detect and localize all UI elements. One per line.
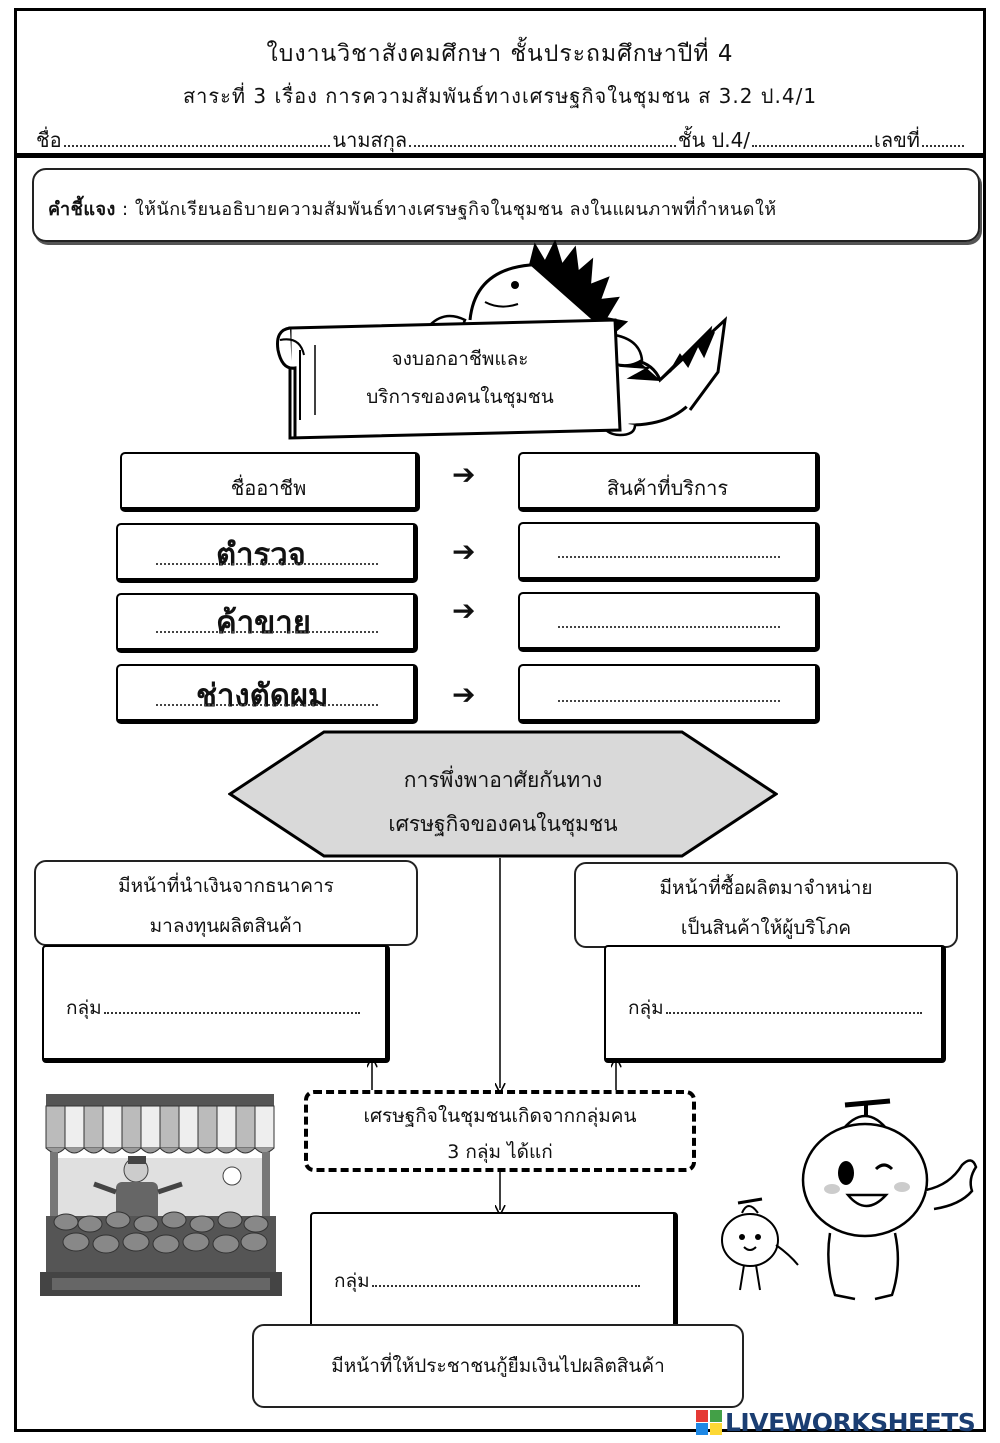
surname-label: นามสกุล xyxy=(332,128,408,152)
occupation-underline xyxy=(156,563,378,565)
producer-role-box: มีหน้าที่นำเงินจากธนาคาร มาลงทุนผลิตสินค… xyxy=(34,860,418,946)
bank-group-field[interactable] xyxy=(371,1273,640,1287)
bank-group-box: กลุ่ม xyxy=(310,1212,678,1338)
producer-role-line-2: มาลงทุนผลิตสินค้า xyxy=(149,915,303,937)
logo-square xyxy=(696,1423,708,1435)
center-line-2: 3 กลุ่ม ได้แก่ xyxy=(447,1141,553,1163)
liveworksheets-watermark: LIVEWORKSHEETS xyxy=(696,1408,976,1437)
merchant-group-field[interactable] xyxy=(665,1000,922,1014)
occupation-header: ชื่ออาชีพ xyxy=(230,476,307,500)
occupation-box: ตำรวจ xyxy=(116,523,418,583)
occupation-header-box: ชื่ออาชีพ xyxy=(120,452,420,512)
bank-role-text: มีหน้าที่ให้ประชาชนกู้ยืมเงินไปผลิตสินค้… xyxy=(331,1355,665,1377)
occupation-underline xyxy=(156,704,378,706)
scroll-line-1: จงบอกอาชีพและ xyxy=(391,348,529,370)
class-field[interactable] xyxy=(752,129,873,147)
arrow-right-icon: ➔ xyxy=(452,678,476,711)
name-field[interactable] xyxy=(63,129,331,147)
group-label-row: กลุ่ม xyxy=(334,1266,640,1296)
service-answer-box xyxy=(518,522,820,582)
group-label: กลุ่ม xyxy=(628,997,664,1019)
worksheet-header: ใบงานวิชาสังคมศึกษา ชั้นประถมศึกษาปีที่ … xyxy=(14,8,986,158)
occupation-text: ช่างตัดผม xyxy=(196,678,329,714)
occupation-underline xyxy=(156,631,378,633)
name-label: ชื่อ xyxy=(36,128,62,152)
scroll-text: จงบอกอาชีพและ บริการของคนในชุมชน xyxy=(330,340,590,416)
hexagon-text: การพึ่งพาอาศัยกันทาง เศรษฐกิจของคนในชุมช… xyxy=(228,758,778,846)
service-answer-field[interactable] xyxy=(558,556,780,558)
occupation-text: ตำรวจ xyxy=(216,537,306,573)
arrow-right-icon: ➔ xyxy=(452,535,476,568)
number-label: เลขที่ xyxy=(874,128,920,152)
service-header: สินค้าที่บริการ xyxy=(606,476,729,500)
service-answer-box xyxy=(518,592,820,652)
worksheet-subtitle: สาระที่ 3 เรื่อง การความสัมพันธ์ทางเศรษฐ… xyxy=(182,84,818,108)
liveworksheets-logo-icon xyxy=(696,1409,722,1436)
merchant-role-box: มีหน้าที่ซื้อผลิตมาจำหน่าย เป็นสินค้าให้… xyxy=(574,862,958,948)
center-line-1: เศรษฐกิจในชุมชนเกิดจากกลุ่มคน xyxy=(363,1105,637,1127)
producer-group-box: กลุ่ม xyxy=(42,945,390,1063)
group-label: กลุ่ม xyxy=(334,1270,370,1292)
occupation-text: ค้าขาย xyxy=(216,605,311,641)
hexagon-shape xyxy=(228,730,778,858)
arrow-right-icon: ➔ xyxy=(452,458,476,491)
arrow-right-icon: ➔ xyxy=(452,594,476,627)
mascot-characters-illustration xyxy=(721,1098,978,1301)
watermark-text: LIVEWORKSHEETS xyxy=(725,1408,976,1437)
instruction-text: : ให้นักเรียนอธิบายความสัมพันธ์ทางเศรษฐก… xyxy=(115,199,777,220)
group-label: กลุ่ม xyxy=(66,997,102,1019)
bank-role-box: มีหน้าที่ให้ประชาชนกู้ยืมเงินไปผลิตสินค้… xyxy=(252,1324,744,1408)
number-field[interactable] xyxy=(922,129,964,147)
center-dashed-box: เศรษฐกิจในชุมชนเกิดจากกลุ่มคน 3 กลุ่ม ได… xyxy=(304,1090,696,1172)
producer-role-line-1: มีหน้าที่นำเงินจากธนาคาร xyxy=(118,875,334,897)
merchant-role-line-1: มีหน้าที่ซื้อผลิตมาจำหน่าย xyxy=(659,877,873,899)
instruction-box: คำชี้แจง : ให้นักเรียนอธิบายความสัมพันธ์… xyxy=(32,168,980,242)
logo-square xyxy=(696,1409,708,1422)
service-answer-field[interactable] xyxy=(558,626,780,628)
logo-square xyxy=(709,1409,722,1422)
market-stall-illustration xyxy=(40,1094,282,1296)
merchant-role-line-2: เป็นสินค้าให้ผู้บริโภค xyxy=(680,917,852,939)
hexagon-line-1: การพึ่งพาอาศัยกันทาง xyxy=(403,768,603,792)
scroll-line-2: บริการของคนในชุมชน xyxy=(366,386,554,408)
service-header-box: สินค้าที่บริการ xyxy=(518,452,820,512)
instruction-label: คำชี้แจง xyxy=(48,199,116,220)
hexagon-line-2: เศรษฐกิจของคนในชุมชน xyxy=(388,812,618,836)
worksheet-frame xyxy=(14,8,986,1432)
occupation-box: ค้าขาย xyxy=(116,593,418,653)
surname-field[interactable] xyxy=(409,129,676,147)
logo-square xyxy=(709,1423,722,1435)
merchant-group-box: กลุ่ม xyxy=(604,945,946,1063)
service-answer-field[interactable] xyxy=(558,700,780,702)
service-answer-box xyxy=(518,664,820,724)
class-label: ชั้น ป.4/ xyxy=(677,128,751,152)
student-info-row: ชื่อ นามสกุล ชั้น ป.4/ เลขที่ xyxy=(36,124,966,156)
dinosaur-scroll-illustration xyxy=(276,240,728,440)
worksheet-title: ใบงานวิชาสังคมศึกษา ชั้นประถมศึกษาปีที่ … xyxy=(266,41,734,67)
occupation-box: ช่างตัดผม xyxy=(116,664,418,724)
group-label-row: กลุ่ม xyxy=(628,993,922,1023)
group-label-row: กลุ่ม xyxy=(66,993,360,1023)
producer-group-field[interactable] xyxy=(103,1000,360,1014)
